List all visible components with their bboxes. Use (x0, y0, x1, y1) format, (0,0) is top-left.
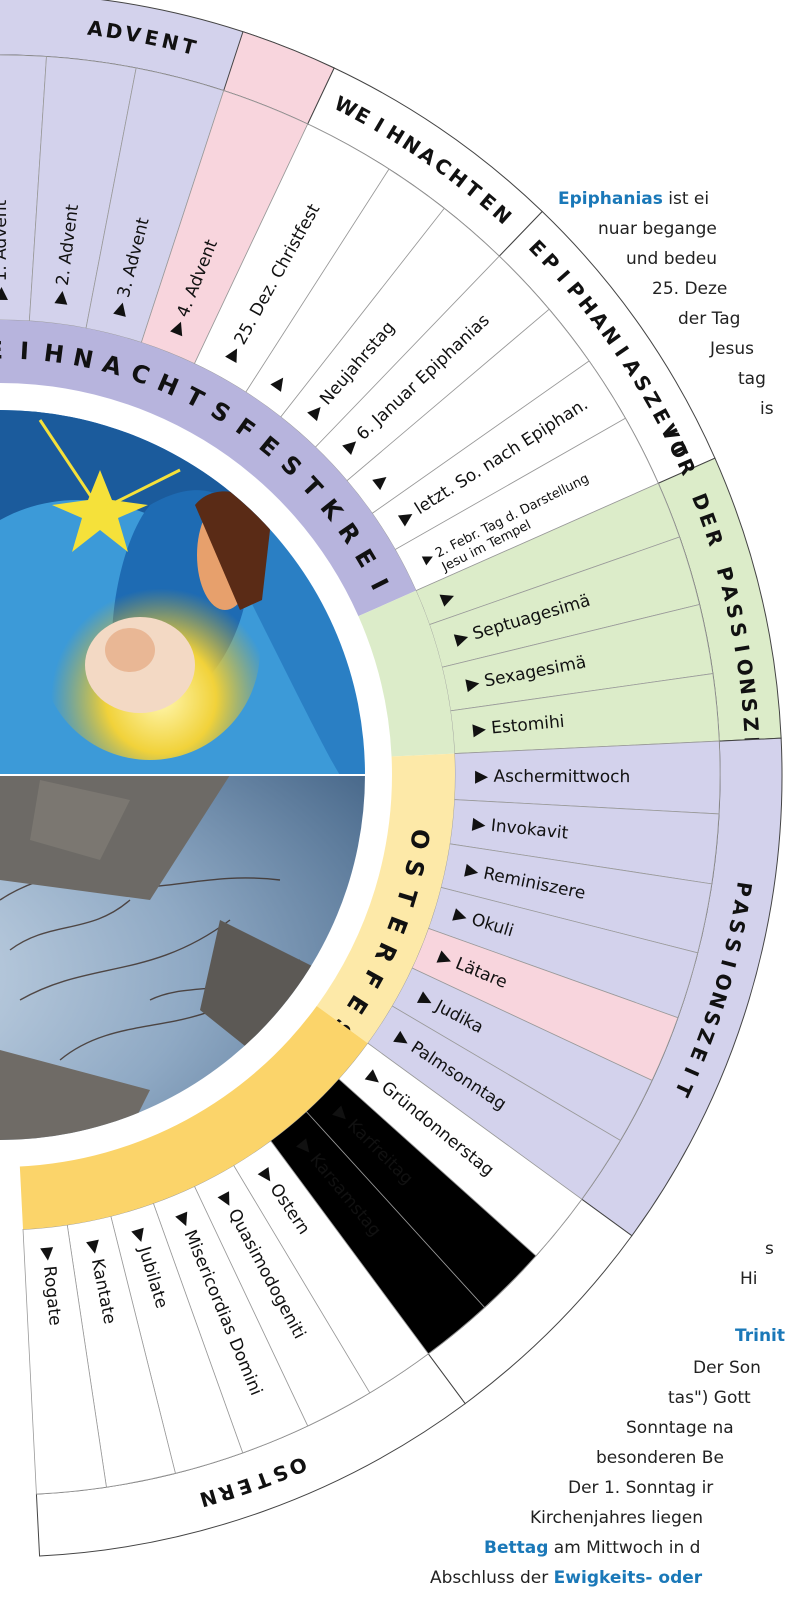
trinitatis-heading: Trinit (735, 1323, 785, 1349)
right-text-line-7: Bettag am Mittwoch in d (484, 1535, 700, 1561)
epiphanias-term: Epiphanias (558, 189, 663, 209)
day-label: ▶ Aschermittwoch (475, 767, 630, 788)
day-label: ▶ 1. Advent (0, 199, 11, 300)
right-text-line-3: Sonntage na (626, 1415, 734, 1441)
festkreis-label-char: H (42, 339, 65, 369)
epiphanias-line-3: und bedeu (626, 246, 717, 272)
season-label-char: N (734, 676, 760, 695)
epiphanias-line-8: is (760, 396, 774, 422)
epiphanias-line-5: der Tag (678, 306, 740, 332)
right-text-line-2: tas") Gott (668, 1385, 751, 1411)
right-text-line-6: Kirchenjahres liegen (530, 1505, 703, 1531)
festkreis-label-char: I (19, 337, 30, 365)
right-text-line-8: Abschluss der Ewigkeits- oder (430, 1565, 702, 1591)
epiphanias-line-6: Jesus (710, 336, 754, 362)
season-label-char: S (737, 697, 762, 714)
right-text-hi: Hi (740, 1266, 758, 1292)
ewigkeits-term: Ewigkeits- oder (554, 1568, 703, 1588)
festkreis-label-char: O (404, 827, 435, 851)
festkreis-label-char: E (0, 336, 3, 364)
right-text-line-5: Der 1. Sonntag ir (568, 1475, 713, 1501)
epiphanias-line-7: tag (738, 366, 766, 392)
right-text-s: s (765, 1236, 774, 1262)
bettag-term: Bettag (484, 1538, 548, 1558)
season-label-char: O (732, 657, 758, 677)
epiphanias-line-4: 25. Deze (652, 276, 727, 302)
season-label-char: Z (738, 716, 763, 732)
epiphanias-line-2: nuar begange (598, 216, 717, 242)
right-text-line-1: Der Son (693, 1355, 761, 1381)
epiphanias-line-1: Epiphanias ist ei (558, 186, 709, 212)
right-text-line-4: besonderen Be (596, 1445, 724, 1471)
